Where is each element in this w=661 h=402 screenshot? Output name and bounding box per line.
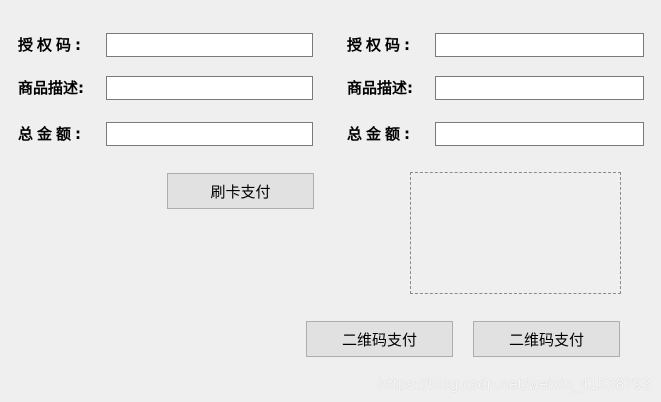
qr-pay-button-left[interactable]: 二维码支付 [306,321,453,357]
right-total-amount-label: 总金额: [347,125,414,143]
watermark-text: https://blog.csdn.net/weixin_41538793 [377,377,651,393]
left-total-amount-label: 总金额: [18,125,85,143]
card-pay-button[interactable]: 刷卡支付 [167,173,314,209]
left-auth-code-input[interactable] [106,33,313,57]
right-auth-code-label: 授权码: [347,36,414,54]
left-description-input[interactable] [106,76,313,100]
right-description-input[interactable] [435,76,644,100]
right-description-label: 商品描述: [347,79,413,97]
right-auth-code-input[interactable] [435,33,644,57]
left-auth-code-label: 授权码: [18,36,85,54]
qr-code-picture-box [410,172,621,294]
left-description-label: 商品描述: [18,79,84,97]
right-total-amount-input[interactable] [435,122,644,146]
left-total-amount-input[interactable] [106,122,313,146]
qr-pay-button-right[interactable]: 二维码支付 [473,321,620,357]
